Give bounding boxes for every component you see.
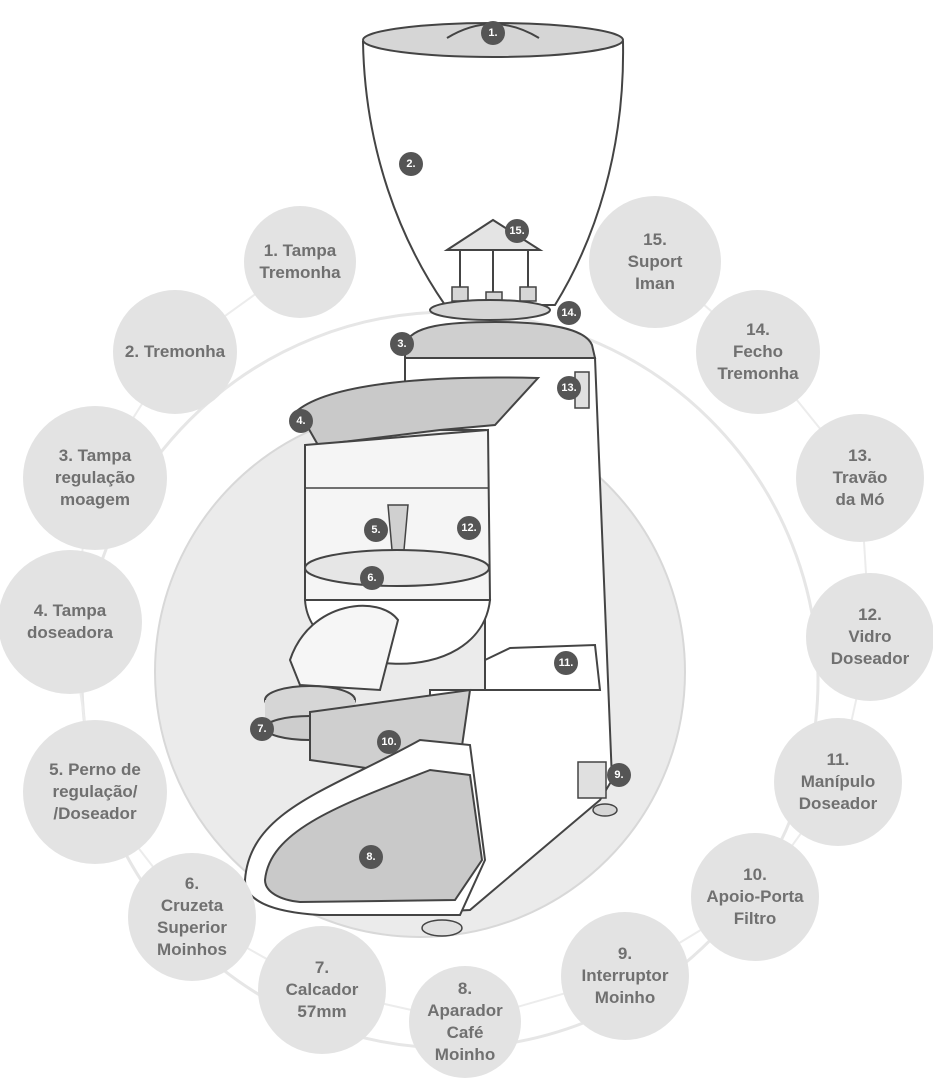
- grind-collar: [429, 299, 551, 321]
- hopper-body: [361, 41, 625, 306]
- part-marker-11: 11.: [554, 651, 578, 675]
- part-marker-6: 6.: [360, 566, 384, 590]
- part-label: 14. Fecho Tremonha: [717, 320, 799, 383]
- part-label: 11. Manípulo Doseador: [798, 750, 878, 813]
- part-marker-9: 9.: [607, 763, 631, 787]
- part-marker-15: 15.: [505, 219, 529, 243]
- part-bubble-5: 5. Perno de regulação/ /Doseador: [23, 720, 167, 864]
- part-label: 2. Tremonha: [124, 342, 226, 361]
- part-marker-3: 3.: [390, 332, 414, 356]
- doser-lid: [296, 376, 541, 447]
- part-label: 15. Suport Iman: [627, 230, 683, 293]
- power-switch: [577, 761, 607, 799]
- part-marker-5: 5.: [364, 518, 388, 542]
- doser-handle: [484, 643, 602, 691]
- part-bubble-6: 6. Cruzeta Superior Moinhos: [128, 853, 256, 981]
- part-bubble-9: 9. Interruptor Moinho: [561, 912, 689, 1040]
- part-label: 12. Vidro Doseador: [830, 605, 910, 668]
- part-bubble-10: 10. Apoio-Porta Filtro: [691, 833, 819, 961]
- part-marker-4: 4.: [289, 409, 313, 433]
- part-label: 3. Tampa regulação moagem: [54, 446, 136, 509]
- part-marker-14: 14.: [557, 301, 581, 325]
- part-label: 1. Tampa Tremonha: [259, 241, 341, 282]
- part-bubble-14: 14. Fecho Tremonha: [696, 290, 820, 414]
- part-bubble-13: 13. Travão da Mó: [796, 414, 924, 542]
- part-marker-2: 2.: [399, 152, 423, 176]
- part-label: 10. Apoio-Porta Filtro: [706, 865, 804, 928]
- part-label: 13. Travão da Mó: [832, 446, 888, 509]
- part-bubble-1: 1. Tampa Tremonha: [244, 206, 356, 318]
- part-marker-7: 7.: [250, 717, 274, 741]
- grind-adjust-lid: [404, 320, 597, 359]
- adjust-pin: [387, 504, 409, 551]
- part-marker-8: 8.: [359, 845, 383, 869]
- part-marker-1: 1.: [481, 21, 505, 45]
- part-label: 7. Calcador 57mm: [285, 958, 359, 1021]
- part-bubble-3: 3. Tampa regulação moagem: [23, 406, 167, 550]
- part-marker-12: 12.: [457, 516, 481, 540]
- part-bubble-2: 2. Tremonha: [113, 290, 237, 414]
- part-bubble-8: 8. Aparador Café Moinho: [409, 966, 521, 1078]
- part-label: 6. Cruzeta Superior Moinhos: [157, 874, 227, 959]
- part-label: 9. Interruptor Moinho: [581, 944, 669, 1007]
- part-bubble-15: 15. Suport Iman: [589, 196, 721, 328]
- part-bubble-12: 12. Vidro Doseador: [806, 573, 933, 701]
- part-bubble-11: 11. Manípulo Doseador: [774, 718, 902, 846]
- part-marker-10: 10.: [377, 730, 401, 754]
- part-label: 5. Perno de regulação/ /Doseador: [49, 760, 141, 823]
- tamper-arm: [288, 604, 400, 692]
- top-cross: [304, 549, 490, 587]
- part-marker-13: 13.: [557, 376, 581, 400]
- coffee-tray: [263, 768, 484, 904]
- part-bubble-4: 4. Tampa doseadora: [0, 550, 142, 694]
- part-label: 4. Tampa doseadora: [27, 601, 113, 642]
- part-label: 8. Aparador Café Moinho: [427, 979, 503, 1064]
- part-bubble-7: 7. Calcador 57mm: [258, 926, 386, 1054]
